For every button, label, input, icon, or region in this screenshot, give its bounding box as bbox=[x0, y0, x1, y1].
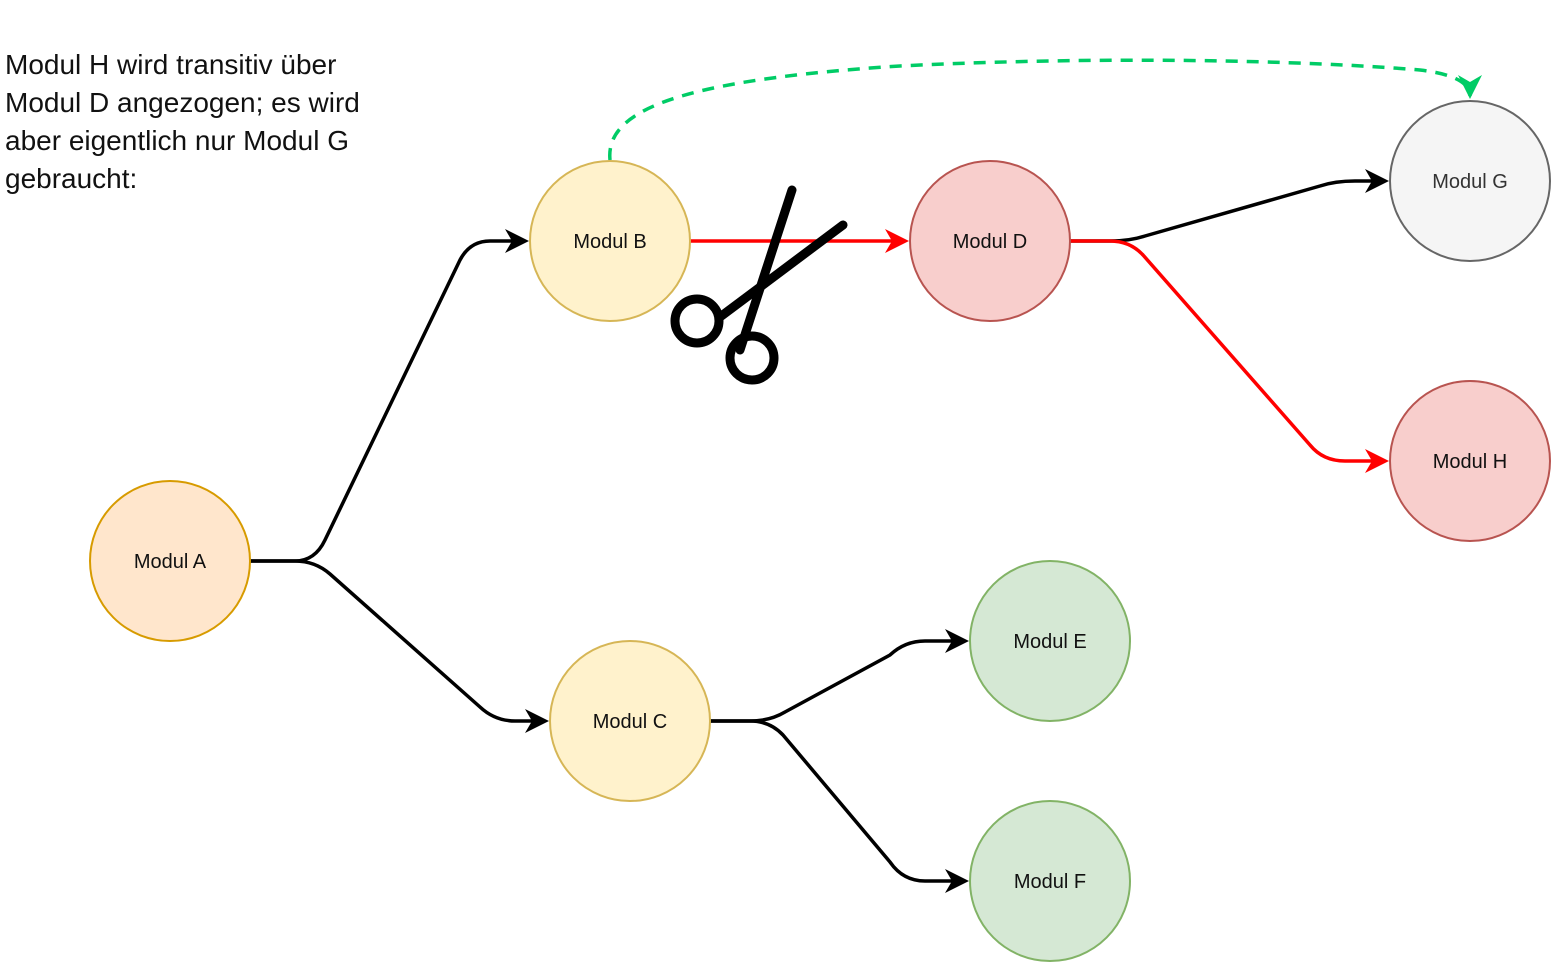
node-circle bbox=[549, 640, 711, 802]
node-label: Modul G bbox=[1432, 171, 1508, 193]
edge-line bbox=[710, 719, 964, 883]
node-circle bbox=[1389, 100, 1551, 262]
arrowhead-icon bbox=[945, 869, 969, 893]
edge-b-g[interactable] bbox=[608, 58, 1482, 161]
node-label: Modul D bbox=[953, 231, 1027, 253]
node-circle bbox=[1389, 380, 1551, 542]
caption-text: Modul H wird transitiv über Modul D ange… bbox=[5, 49, 360, 194]
arrowhead-icon bbox=[885, 229, 909, 253]
arrowhead-icon bbox=[505, 229, 529, 253]
edge-d-h[interactable] bbox=[1070, 239, 1389, 473]
node-modul-a[interactable]: Modul A bbox=[89, 480, 251, 642]
edge-line bbox=[250, 559, 544, 723]
nodes-layer: Modul A Modul B Modul C Modul D Modul E Modul… bbox=[89, 100, 1551, 962]
node-label: Modul B bbox=[573, 231, 646, 253]
node-label: Modul F bbox=[1014, 871, 1086, 893]
node-circle bbox=[89, 480, 251, 642]
edge-line bbox=[608, 58, 1472, 161]
node-modul-f[interactable]: Modul F bbox=[969, 800, 1131, 962]
arrowhead-icon bbox=[525, 709, 549, 733]
node-circle bbox=[909, 160, 1071, 322]
arrowhead-icon bbox=[1365, 449, 1389, 473]
node-label: Modul E bbox=[1013, 631, 1086, 653]
node-label: Modul C bbox=[593, 711, 667, 733]
node-circle bbox=[969, 560, 1131, 722]
node-modul-e[interactable]: Modul E bbox=[969, 560, 1131, 722]
node-modul-d[interactable]: Modul D bbox=[909, 160, 1071, 322]
edge-c-f[interactable] bbox=[710, 719, 969, 893]
node-modul-b[interactable]: Modul B bbox=[529, 160, 691, 322]
arrowhead-icon bbox=[1458, 75, 1482, 99]
arrowhead-icon bbox=[945, 629, 969, 653]
edges-layer bbox=[250, 58, 1482, 893]
node-label: Modul H bbox=[1433, 451, 1507, 473]
edge-line bbox=[250, 239, 524, 563]
edge-a-c[interactable] bbox=[250, 559, 549, 733]
edge-a-b[interactable] bbox=[250, 229, 529, 563]
edge-line bbox=[1070, 179, 1384, 243]
edge-d-g[interactable] bbox=[1070, 169, 1389, 243]
arrowhead-icon bbox=[1365, 169, 1389, 193]
edge-line bbox=[1070, 239, 1384, 463]
node-modul-c[interactable]: Modul C bbox=[549, 640, 711, 802]
scissors-icon bbox=[670, 185, 848, 385]
edge-line bbox=[710, 639, 964, 723]
edge-c-e[interactable] bbox=[710, 629, 969, 723]
edge-b-d[interactable] bbox=[690, 229, 909, 253]
node-modul-g[interactable]: Modul G bbox=[1389, 100, 1551, 262]
node-circle bbox=[529, 160, 691, 322]
node-label: Modul A bbox=[134, 551, 207, 573]
node-modul-h[interactable]: Modul H bbox=[1389, 380, 1551, 542]
node-circle bbox=[969, 800, 1131, 962]
